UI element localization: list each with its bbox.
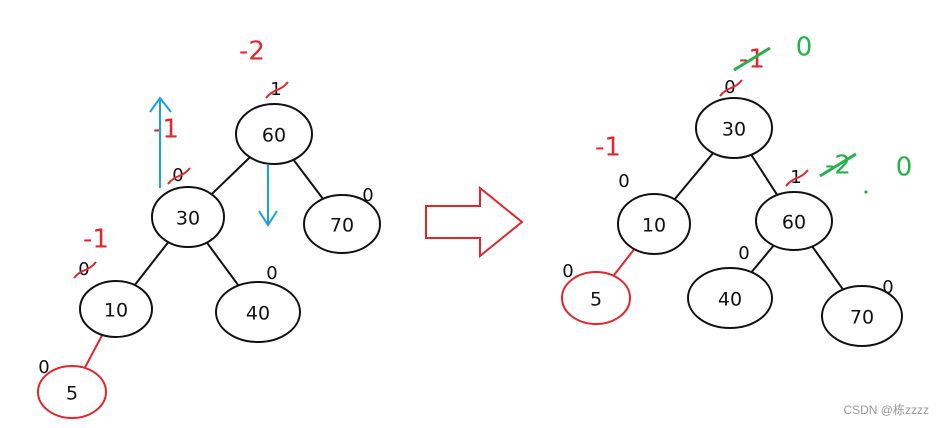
- tree-edge: [292, 159, 324, 200]
- updated-balance-factor: -1: [83, 225, 109, 255]
- tree-edge: [811, 245, 844, 291]
- tree-edge: [750, 154, 779, 196]
- balance-factor: 0: [618, 171, 629, 192]
- node-label: 60: [262, 125, 286, 147]
- tree-edge: [673, 152, 714, 200]
- tree-edges: [83, 152, 844, 369]
- node-label: 40: [718, 289, 742, 311]
- tree-node: [79, 280, 153, 338]
- tree-node: [303, 194, 381, 254]
- annotation-dot: [864, 190, 868, 194]
- node-label: 60: [782, 212, 806, 234]
- tree-node: [617, 193, 691, 255]
- tree-node: [695, 97, 773, 159]
- node-label: 10: [104, 300, 128, 322]
- arrow-head: [149, 96, 172, 113]
- tree-node: [755, 191, 833, 251]
- tree-edge: [612, 248, 636, 277]
- final-balance-factor: 0: [896, 153, 913, 183]
- updated-balance-factor: -2: [239, 37, 265, 67]
- node-label: 70: [850, 307, 874, 329]
- node-label: 10: [642, 215, 666, 237]
- strike-mark: [785, 169, 809, 187]
- strike-mark: [819, 152, 857, 178]
- strike-mark: [265, 81, 289, 99]
- balance-factor: 0: [362, 185, 373, 206]
- final-balance-factor: 0: [796, 33, 813, 63]
- tree-edge: [750, 244, 775, 273]
- updated-balance-factor: -1: [595, 133, 621, 163]
- balance-factor: 0: [738, 243, 749, 264]
- tree-edge: [83, 334, 104, 369]
- node-label: 30: [722, 119, 746, 141]
- balance-factor: 0: [562, 261, 573, 282]
- tree-edge: [210, 156, 251, 196]
- tree-node: [215, 281, 301, 343]
- balance-factor: 0: [38, 357, 49, 378]
- tree-node: [235, 103, 313, 165]
- tree-node: [561, 271, 631, 325]
- balance-factor: 0: [266, 263, 277, 284]
- transform-arrow: [425, 185, 524, 259]
- tree-edge: [133, 241, 170, 286]
- node-label: 5: [66, 383, 78, 405]
- tree-node: [151, 186, 225, 248]
- tree-node: [37, 365, 107, 419]
- tree-node: [687, 267, 773, 329]
- node-label: 5: [590, 289, 602, 311]
- strike-mark: [719, 79, 743, 97]
- rotation-down-arrow: [258, 165, 278, 227]
- arrow-head: [258, 210, 278, 227]
- balance-factor: 0: [882, 277, 893, 298]
- tree-edge: [206, 241, 240, 287]
- updated-balance-factor: -1: [153, 115, 179, 145]
- strike-mark: [733, 46, 771, 72]
- strike-mark: [167, 167, 191, 185]
- node-label: 70: [330, 215, 354, 237]
- node-label: 30: [176, 208, 200, 230]
- rotation-up-arrow: [149, 96, 172, 188]
- node-label: 40: [246, 303, 270, 325]
- tree-node: [821, 285, 903, 347]
- strike-mark: [73, 261, 97, 279]
- watermark: CSDN @栋zzzz: [843, 403, 929, 417]
